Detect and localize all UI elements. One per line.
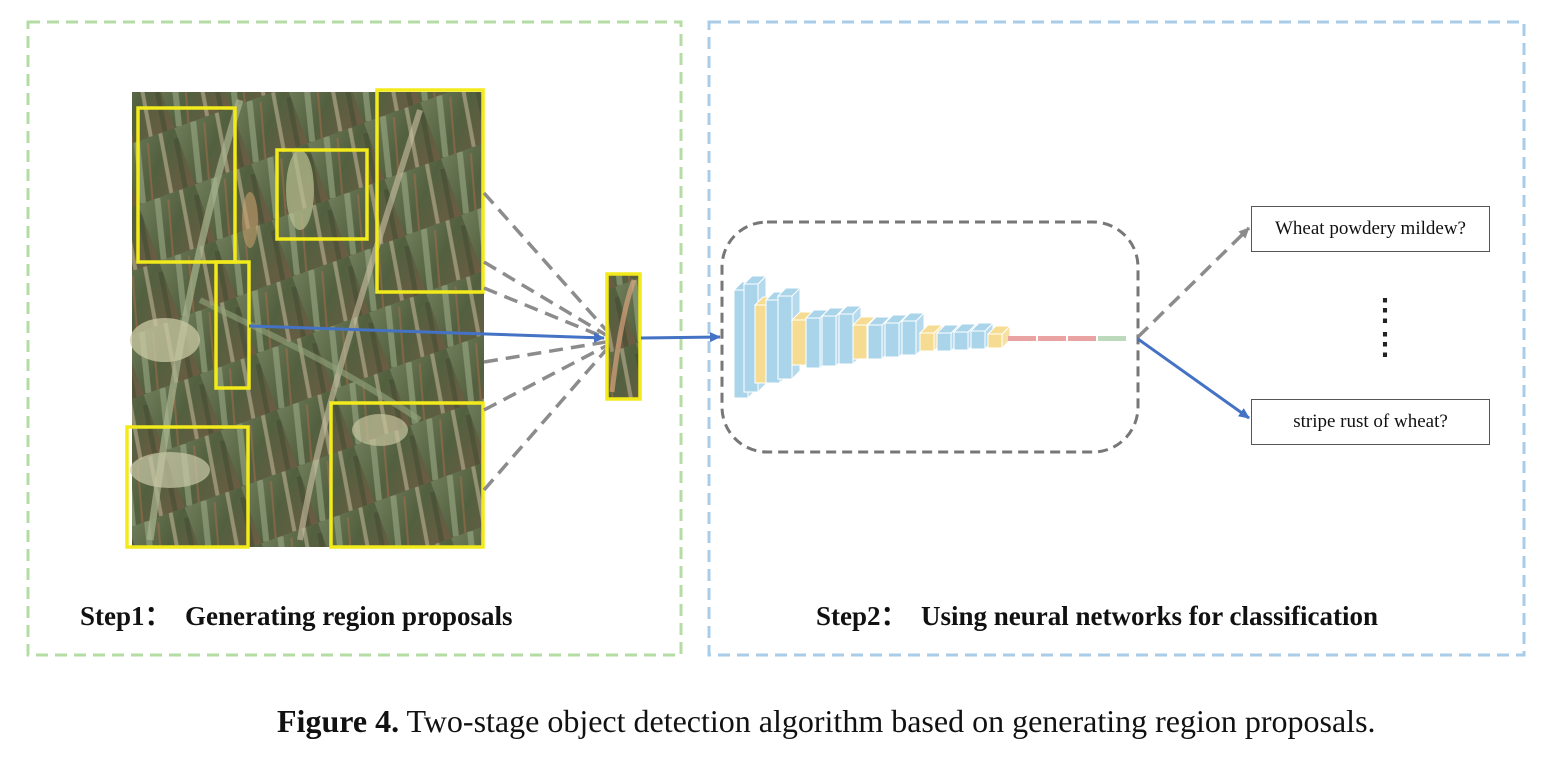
conv-layer-7 — [805, 317, 821, 369]
proposal-box-1 — [136, 106, 237, 264]
conv-layer-8 — [821, 315, 837, 367]
proposal-box-4 — [214, 260, 251, 390]
proposal-to-crop-arrow — [248, 324, 605, 343]
proposal-box-5 — [125, 425, 250, 549]
fc-layer-1 — [1008, 336, 1036, 341]
step1-label: Step1： Generating region proposals — [80, 601, 513, 631]
output-arrow-stripe-rust — [1137, 337, 1250, 420]
figure-caption: Figure 4. Two-stage object detection alg… — [277, 703, 1376, 740]
proposal-box-6 — [329, 401, 485, 549]
output-box-stripe-rust: stripe rust of wheat? — [1251, 399, 1490, 445]
conv-layer-9 — [838, 313, 854, 365]
region-proposals — [125, 88, 485, 549]
crop-to-network-arrow — [640, 332, 721, 343]
selected-proposal — [605, 272, 642, 401]
fc-layer-3 — [1068, 336, 1096, 341]
ellipsis-1: ⋮ — [1370, 294, 1400, 327]
conv-layer-15 — [936, 332, 952, 352]
output-box-powdery-mildew: Wheat powdery mildew? — [1251, 206, 1490, 252]
conv-layer-10 — [852, 324, 868, 360]
conv-layer-18 — [987, 333, 1003, 349]
step2-panel — [707, 20, 1526, 657]
conv-layer-12 — [884, 322, 900, 358]
conv-layer-6 — [791, 319, 807, 366]
output-arrow-powdery-mildew — [1136, 226, 1251, 339]
fc-layer-4 — [1098, 336, 1126, 341]
wheat-field-photo — [130, 92, 484, 547]
conv-layer-17 — [970, 330, 986, 350]
conv-layer-11 — [867, 324, 883, 360]
caption-text: Two-stage object detection algorithm bas… — [399, 703, 1376, 739]
conv-layer-16 — [953, 331, 969, 351]
step2-label: Step2： Using neural networks for classif… — [816, 601, 1379, 631]
ellipsis-2: ⋮ — [1370, 328, 1400, 361]
proposal-box-3 — [375, 88, 485, 294]
figure-label: Figure 4. — [277, 703, 400, 739]
neural-network-layers — [732, 274, 1126, 400]
conv-layer-5 — [777, 295, 793, 380]
proposal-lines — [482, 191, 608, 492]
conv-layer-14 — [919, 332, 935, 352]
fc-layer-2 — [1038, 336, 1066, 341]
proposal-box-2 — [275, 148, 369, 241]
conv-layer-13 — [901, 320, 917, 356]
